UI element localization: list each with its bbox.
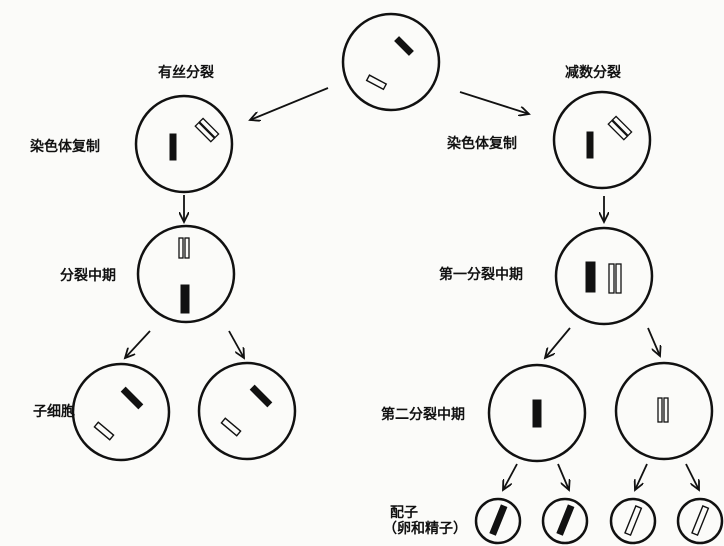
meiosis-metaphase-1-cell bbox=[554, 226, 654, 326]
arrow-mitosis-metaphase-to-daughter-1 bbox=[125, 330, 151, 358]
mitosis-metaphase-label: 分裂中期 bbox=[60, 268, 116, 284]
arrow-meiosis-metaphase-1-to-2a bbox=[545, 327, 571, 358]
arrow-parent-to-meiosis bbox=[459, 91, 529, 114]
gamete-cell-3 bbox=[609, 497, 657, 545]
meiosis-metaphase-2-cell-1 bbox=[487, 363, 587, 463]
gametes-label-line1: 配子 bbox=[390, 505, 418, 521]
arrow-to-gamete-2 bbox=[557, 463, 569, 490]
arrow-parent-to-mitosis bbox=[250, 87, 329, 120]
mitosis-title: 有丝分裂 bbox=[158, 65, 214, 81]
meiosis-title: 减数分裂 bbox=[565, 65, 621, 81]
meiosis-metaphase-2-cell-2 bbox=[614, 361, 714, 461]
gametes-label-line2: （卵和精子） bbox=[383, 521, 467, 538]
meiosis-metaphase-1-label: 第一分裂中期 bbox=[439, 267, 523, 283]
meiosis-replication-label: 染色体复制 bbox=[447, 136, 517, 152]
mitosis-daughter-cell-2 bbox=[197, 361, 297, 461]
daughter-cells-label: 子细胞 bbox=[33, 404, 75, 420]
arrow-to-gamete-3 bbox=[635, 463, 648, 490]
parent-cell bbox=[341, 12, 441, 112]
gamete-cell-4 bbox=[676, 497, 724, 545]
meiosis-metaphase-2-label: 第二分裂中期 bbox=[381, 407, 465, 423]
gamete-cell-1 bbox=[474, 497, 522, 545]
gametes-label: 配子 （卵和精子） bbox=[383, 505, 467, 537]
gamete-cell-2 bbox=[541, 497, 589, 545]
mitosis-metaphase-cell bbox=[136, 224, 236, 324]
meiosis-replicated-cell bbox=[552, 90, 652, 190]
mitosis-daughter-cell-1 bbox=[71, 362, 171, 462]
mitosis-replicated-cell bbox=[134, 94, 234, 194]
mitosis-replication-label: 染色体复制 bbox=[30, 139, 100, 155]
arrow-mitosis-metaphase-to-daughter-2 bbox=[228, 330, 244, 358]
arrow-to-gamete-4 bbox=[685, 463, 699, 490]
arrow-to-gamete-1 bbox=[503, 463, 518, 490]
arrow-meiosis-metaphase-1-to-2b bbox=[647, 327, 660, 356]
